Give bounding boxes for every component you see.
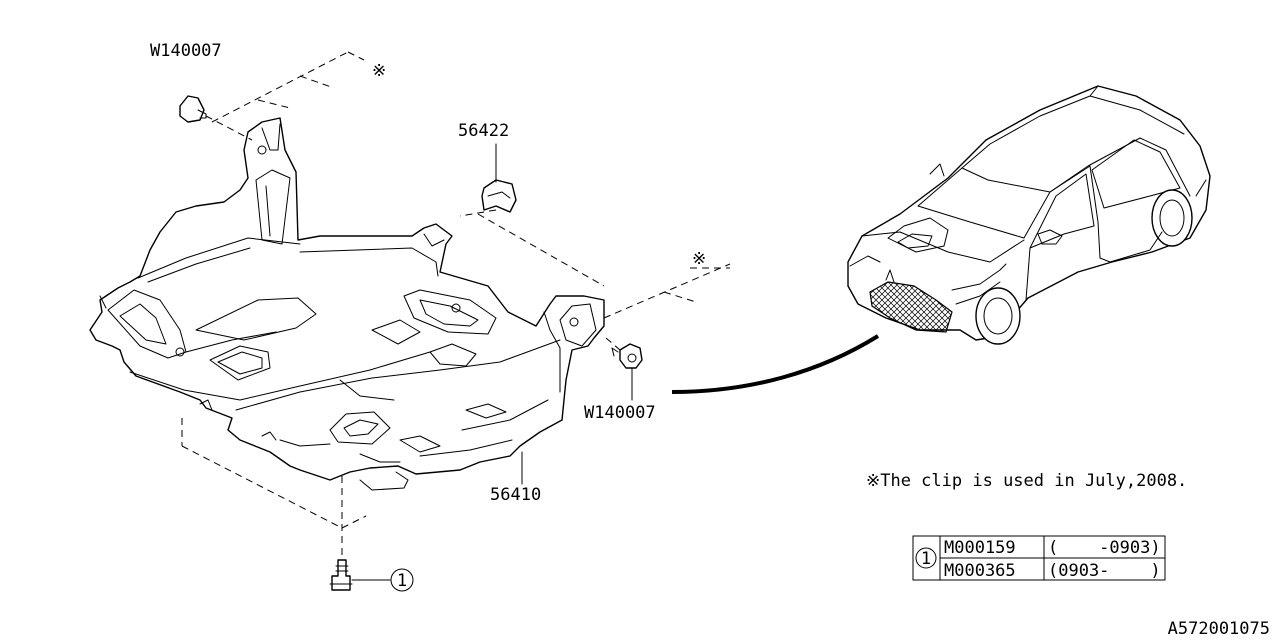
table-part-2: M000365 xyxy=(944,561,1016,581)
bracket-label: 56422 xyxy=(458,121,509,141)
location-connector xyxy=(671,334,880,394)
clip-note: ※The clip is used in July,2008. xyxy=(866,471,1187,491)
clip-top-label: W140007 xyxy=(150,41,222,61)
bolt-ref-number: 1 xyxy=(397,571,407,591)
note-mark-right: ※ xyxy=(692,249,706,269)
assembly-lines xyxy=(181,51,731,581)
bracket-56422 xyxy=(481,179,517,213)
under-cover-panel xyxy=(89,117,605,491)
table-range-1: ( -0903) xyxy=(1048,538,1161,558)
bolt xyxy=(329,559,353,591)
note-mark-top: ※ xyxy=(372,61,386,81)
table-range-2: (0903- ) xyxy=(1048,561,1161,581)
car-illustration xyxy=(847,85,1211,345)
diagram-code: A572001075 xyxy=(1168,619,1270,639)
under-cover-label: 56410 xyxy=(490,485,541,505)
clip-top xyxy=(179,95,207,123)
clip-right xyxy=(611,343,643,369)
bolt-ref-circle: 1 xyxy=(390,568,414,592)
grille-mesh xyxy=(869,281,953,333)
table-part-1: M000159 xyxy=(944,538,1016,558)
table-ref-number: 1 xyxy=(921,549,931,569)
clip-right-label: W140007 xyxy=(584,403,656,423)
reference-table: 1 M000159 ( -0903) M000365 (0903- ) xyxy=(912,535,1166,581)
